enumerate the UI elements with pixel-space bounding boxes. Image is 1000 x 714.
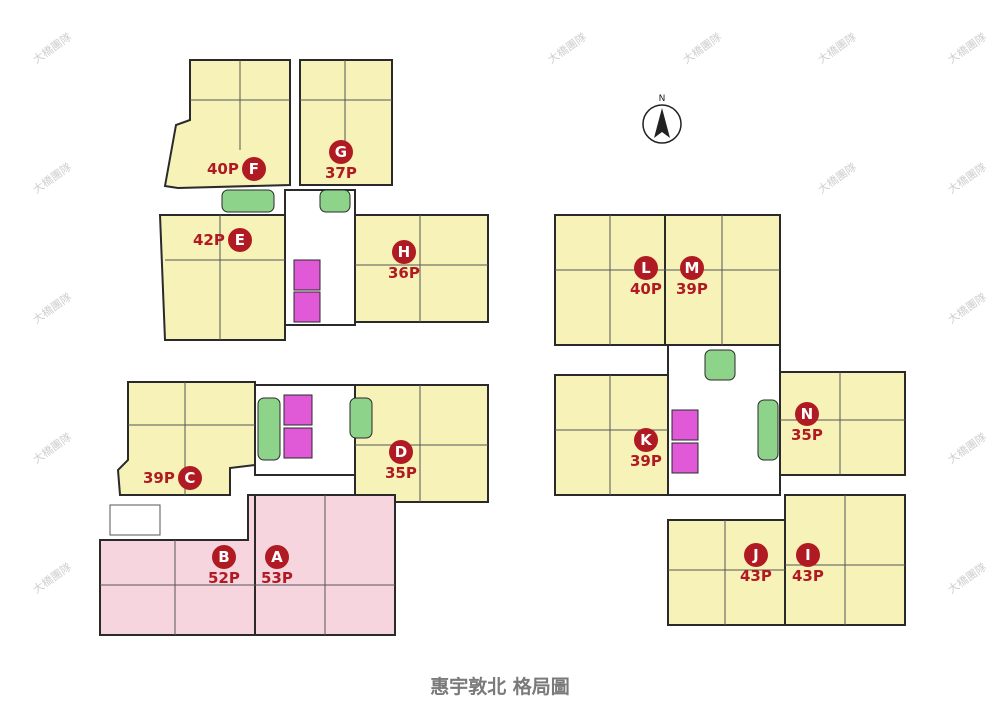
unit-letter-badge: N xyxy=(794,402,819,426)
stair-upper-left xyxy=(221,189,275,213)
unit-letter-badge: E xyxy=(227,228,252,252)
unit-size: 42P xyxy=(193,231,225,249)
unit-tag-n: N 35P xyxy=(791,402,823,444)
unit-size: 39P xyxy=(143,469,175,487)
elevator-lower-left-1 xyxy=(283,394,313,426)
stair-lower-left-2 xyxy=(349,397,373,439)
elevator-upper-left-2 xyxy=(293,291,321,323)
unit-letter-badge: H xyxy=(391,240,416,264)
unit-tag-l: L 40P xyxy=(630,256,662,298)
unit-size: 35P xyxy=(791,426,823,444)
unit-size: 36P xyxy=(388,264,420,282)
unit-h-area xyxy=(354,214,489,323)
plan-caption: 惠宇敦北 格局圖 xyxy=(430,676,570,698)
stair-right-1 xyxy=(704,349,736,381)
unit-tag-d: D 35P xyxy=(385,440,417,482)
stair-upper-left-2 xyxy=(319,189,351,213)
elevator-right-2 xyxy=(671,442,699,474)
unit-letter-badge: A xyxy=(264,545,289,569)
unit-tag-k: K 39P xyxy=(630,428,662,470)
unit-size: 53P xyxy=(261,569,293,587)
elevator-right-1 xyxy=(671,409,699,441)
unit-tag-a: A 53P xyxy=(261,545,293,587)
unit-tag-b: B 52P xyxy=(208,545,240,587)
unit-tag-g: G 37P xyxy=(325,140,357,182)
unit-size: 37P xyxy=(325,164,357,182)
unit-tag-i: I 43P xyxy=(792,543,824,585)
unit-e-area xyxy=(158,214,286,341)
unit-size: 43P xyxy=(792,567,824,585)
unit-letter-badge: J xyxy=(743,543,768,567)
compass-letter: N xyxy=(659,94,666,104)
unit-tag-j: J 43P xyxy=(740,543,772,585)
unit-letter-badge: K xyxy=(633,428,658,452)
unit-letter-badge: C xyxy=(177,466,202,490)
unit-f-area xyxy=(163,59,291,190)
elevator-lower-left-2 xyxy=(283,427,313,459)
unit-size: 52P xyxy=(208,569,240,587)
stair-lower-left-1 xyxy=(257,397,281,461)
unit-size: 40P xyxy=(630,280,662,298)
unit-letter-badge: D xyxy=(388,440,413,464)
lower-left-rooms xyxy=(100,382,488,635)
unit-size: 39P xyxy=(630,452,662,470)
unit-letter-badge: G xyxy=(328,140,353,164)
north-arrow-icon xyxy=(654,108,670,138)
unit-tag-h: H 36P xyxy=(388,240,420,282)
unit-letter-badge: M xyxy=(679,256,704,280)
unit-letter-badge: I xyxy=(795,543,820,567)
unit-size: 43P xyxy=(740,567,772,585)
unit-tag-m: M 39P xyxy=(676,256,708,298)
stair-right-2 xyxy=(757,399,779,461)
unit-size: 40P xyxy=(207,160,239,178)
unit-letter-badge: F xyxy=(241,157,266,181)
north-compass: N xyxy=(640,92,684,152)
upper-left-rooms xyxy=(165,60,488,340)
unit-d-area xyxy=(354,384,489,503)
unit-size: 35P xyxy=(385,464,417,482)
unit-letter-badge: L xyxy=(633,256,658,280)
unit-g-area xyxy=(299,59,393,186)
unit-letter-badge: B xyxy=(211,545,236,569)
elevator-upper-left-1 xyxy=(293,259,321,291)
unit-size: 39P xyxy=(676,280,708,298)
